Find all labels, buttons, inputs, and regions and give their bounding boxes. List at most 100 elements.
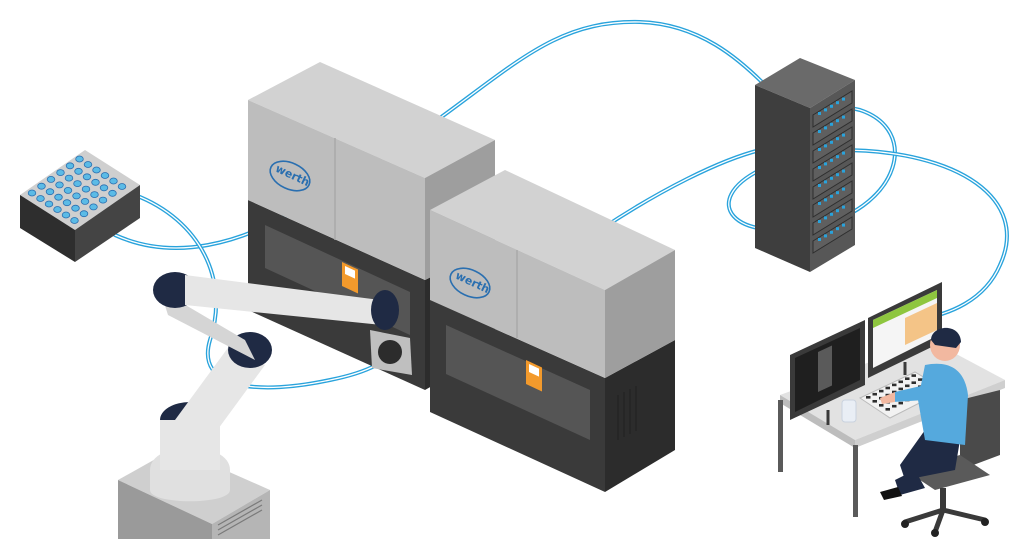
workstation-icon xyxy=(778,282,1005,537)
server-led xyxy=(818,202,821,205)
server-led xyxy=(824,144,827,148)
tray-parts xyxy=(27,155,127,224)
tray-part xyxy=(64,174,74,182)
tray-part xyxy=(89,203,98,211)
keyboard-key xyxy=(911,381,916,384)
server-led xyxy=(818,112,821,115)
server-led xyxy=(824,108,827,112)
server-led xyxy=(824,198,827,202)
tray-part xyxy=(37,182,46,190)
server-led xyxy=(818,238,821,241)
tray-part xyxy=(90,191,99,199)
server-led xyxy=(842,133,845,137)
server-led xyxy=(842,223,845,227)
tray-part xyxy=(56,169,65,177)
tray-part xyxy=(73,180,82,188)
tray-part xyxy=(46,175,56,183)
server-led xyxy=(818,148,821,151)
tray-part xyxy=(70,217,79,224)
server-led xyxy=(830,176,833,180)
keyboard-key xyxy=(885,386,890,390)
server-led xyxy=(830,104,833,108)
server-led xyxy=(824,234,827,238)
keyboard-key xyxy=(898,401,903,405)
server-led xyxy=(836,191,839,195)
keyboard-key xyxy=(879,389,884,393)
tray-part xyxy=(54,193,63,201)
server-led xyxy=(842,169,845,173)
server-led xyxy=(830,140,833,144)
server-led xyxy=(842,151,845,155)
keyboard-key xyxy=(866,396,871,399)
tray-part xyxy=(74,167,83,175)
tray-part xyxy=(81,185,91,193)
keyboard-key xyxy=(892,404,897,408)
tray-part xyxy=(55,181,64,189)
tray-part xyxy=(72,192,81,200)
server-led xyxy=(818,184,821,187)
server-led xyxy=(830,122,833,126)
server-led xyxy=(842,115,845,119)
server-led xyxy=(824,126,827,130)
keyboard-key xyxy=(911,374,916,377)
tray-part xyxy=(36,195,45,202)
tray-part xyxy=(79,210,89,218)
tray-part xyxy=(100,172,110,179)
server-units xyxy=(812,90,853,254)
keyboard-key xyxy=(892,383,897,387)
server-led xyxy=(818,130,821,133)
tray-part xyxy=(117,183,127,190)
tray-part xyxy=(82,173,92,181)
office-chair xyxy=(901,390,1000,537)
server-led xyxy=(818,220,821,223)
server-led xyxy=(830,158,833,162)
server-led xyxy=(824,216,827,220)
server-led xyxy=(824,180,827,184)
server-rack-icon xyxy=(755,58,855,272)
keyboard-key xyxy=(898,380,903,384)
server-led xyxy=(836,119,839,123)
tray-part xyxy=(98,196,108,204)
server-led xyxy=(836,173,839,177)
tray-part xyxy=(61,211,71,219)
tray-part xyxy=(91,178,100,186)
keyboard-key xyxy=(872,400,877,403)
server-led xyxy=(836,209,839,213)
vent-grill xyxy=(617,386,637,440)
tray-part xyxy=(75,155,84,163)
tray-part xyxy=(108,189,117,197)
keyboard-key xyxy=(872,392,877,396)
server-led xyxy=(836,101,839,105)
keyboard-key xyxy=(905,377,910,380)
server-led xyxy=(842,187,845,191)
mug xyxy=(841,399,857,423)
tray-part xyxy=(83,161,93,168)
server-led xyxy=(830,194,833,198)
server-led xyxy=(842,97,845,101)
server-led xyxy=(842,205,845,209)
operator xyxy=(880,327,968,500)
tray-part xyxy=(71,204,80,212)
tray-part xyxy=(27,189,37,197)
tray-part xyxy=(99,184,109,192)
server-led xyxy=(836,155,839,159)
monitor-left xyxy=(790,320,865,425)
keyboard-key xyxy=(905,384,910,388)
tray-part xyxy=(44,200,54,208)
server-led xyxy=(836,137,839,141)
tray-part xyxy=(109,177,118,185)
keyboard-key xyxy=(879,404,884,407)
tray-part xyxy=(62,199,72,207)
parts-tray-icon xyxy=(20,150,140,262)
keyboard-key xyxy=(898,387,903,391)
keyboard-key xyxy=(918,378,923,381)
server-led xyxy=(830,230,833,234)
server-led xyxy=(818,166,821,169)
server-led xyxy=(836,227,839,231)
server-led xyxy=(824,162,827,166)
tray-part xyxy=(65,162,75,170)
tray-part xyxy=(45,188,55,196)
monitor-right xyxy=(868,282,942,378)
robot-arm-icon xyxy=(118,272,412,539)
